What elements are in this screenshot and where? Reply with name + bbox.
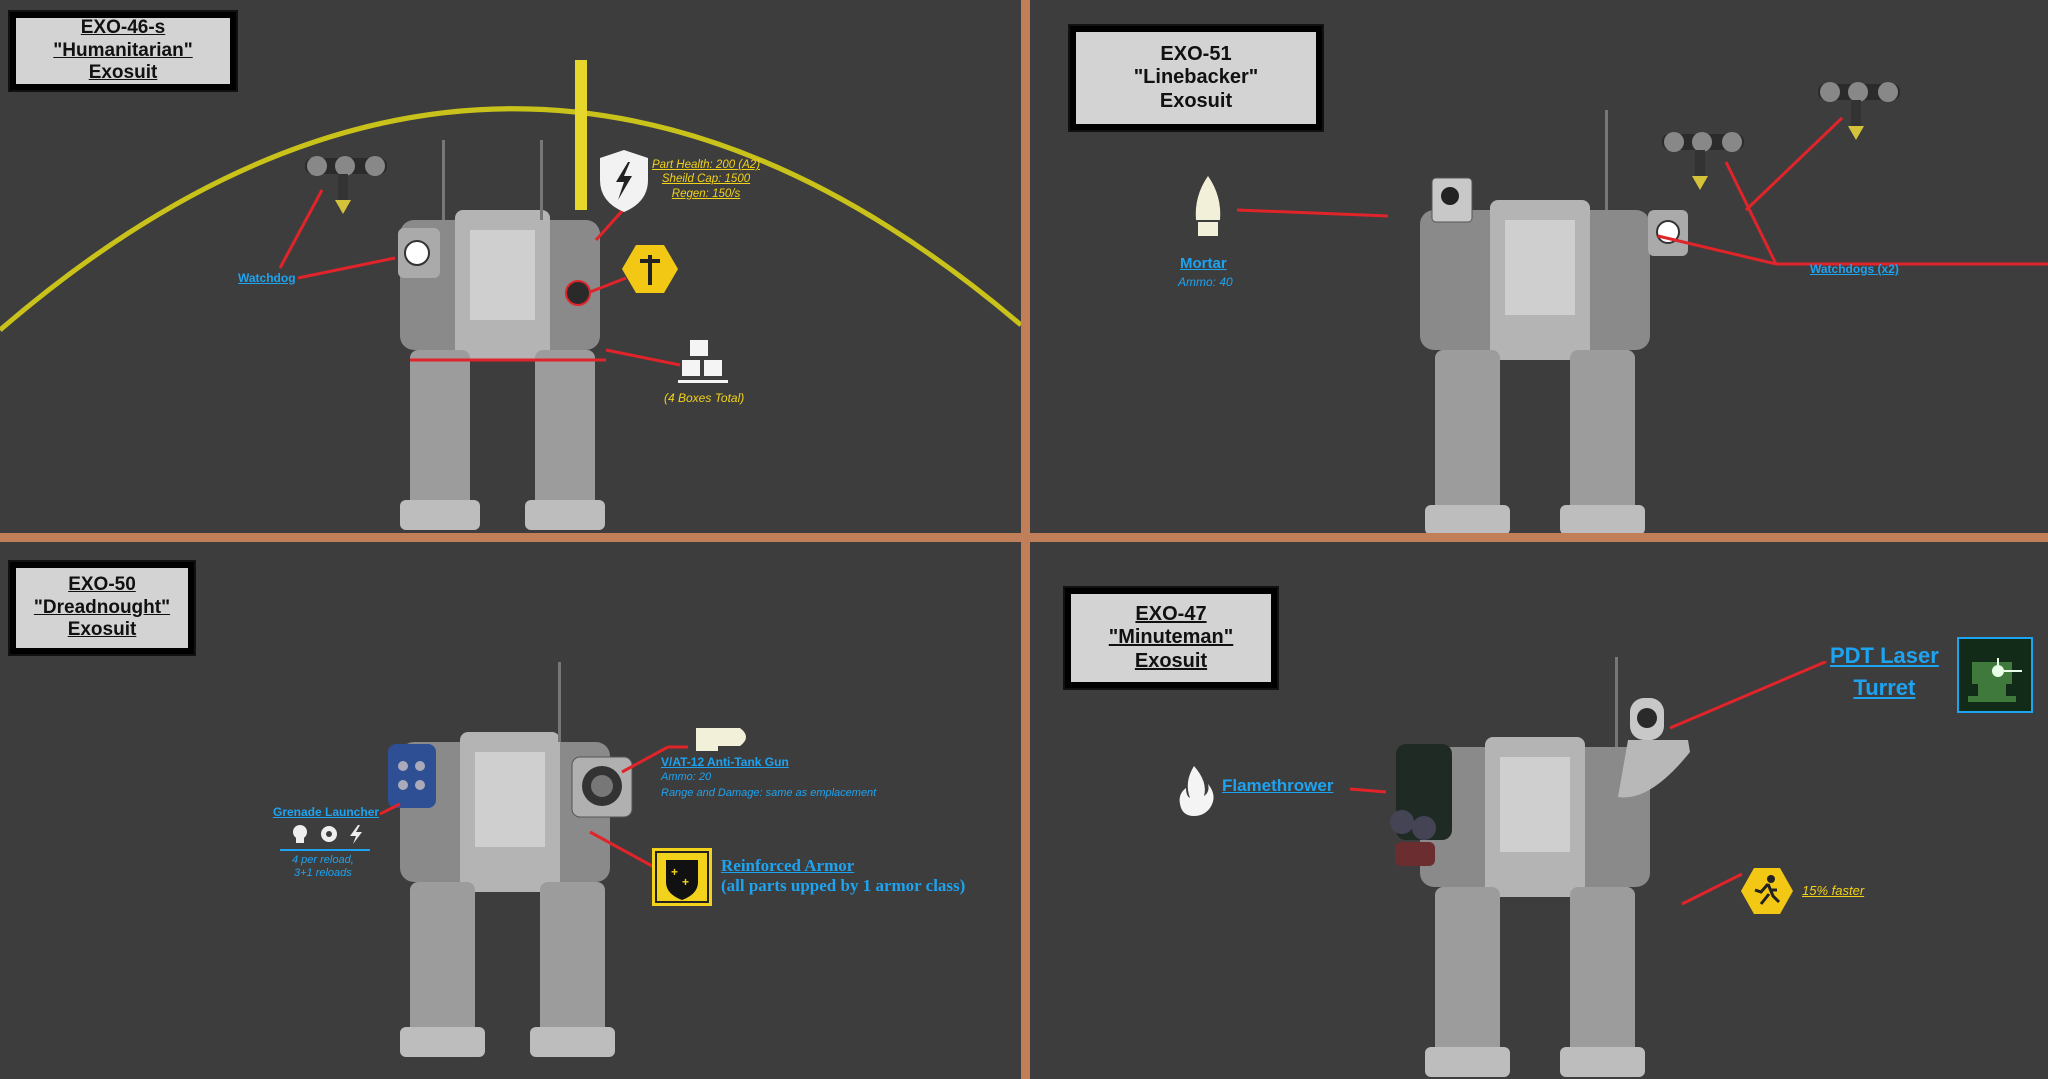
title-line-type: Exosuit: [67, 619, 137, 641]
panel-minuteman: EXO-47 "Minuteman" Exosuit PDT Laser Tur…: [1030, 542, 2048, 1079]
panel-humanitarian: EXO-46-s "Humanitarian" Exosuit Watchdog…: [0, 0, 1021, 533]
title-minuteman: EXO-47 "Minuteman" Exosuit: [1065, 588, 1277, 688]
flamethrower-label: Flamethrower: [1222, 776, 1334, 795]
leader-lines: [1349, 660, 1828, 906]
leader-lines: [1236, 116, 2048, 266]
laser-line-2: Turret: [1853, 674, 1916, 700]
minuteman-graphics: [1179, 637, 2033, 1077]
mech-body: [1420, 657, 1650, 1077]
grenade-per-reload: 4 per reload,: [292, 854, 354, 866]
title-line-name: "Dreadnought": [33, 596, 171, 618]
title-line-model: EXO-51: [1160, 42, 1232, 65]
watchdog-drone-icon: [1818, 82, 1900, 140]
repair-tool-icon: [622, 245, 678, 293]
cannon-shell-icon: [696, 728, 746, 751]
armor-title: Reinforced Armor: [721, 856, 855, 875]
armor-note: (all parts upped by 1 armor class): [721, 875, 966, 895]
title-line-model: EXO-50: [68, 574, 136, 596]
antenna-beam: [575, 60, 587, 210]
armor-plus-icon: + +: [652, 848, 712, 906]
title-line-name: "Humanitarian": [53, 39, 193, 61]
title-line-type: Exosuit: [1159, 89, 1233, 112]
grenade-notes: 4 per reload, 3+1 reloads: [292, 854, 354, 880]
laser-turret-label: PDT Laser Turret: [1830, 640, 1939, 704]
leader-lines: [379, 745, 688, 869]
grenade-underline: [280, 849, 370, 851]
grenade-launcher-label: Grenade Launcher: [273, 805, 380, 819]
antitank-gun-label: V/AT-12 Anti-Tank Gun: [661, 755, 789, 769]
gear-icon: [321, 826, 337, 842]
mortar-shell-icon: [1195, 176, 1221, 236]
watchdog-label: Watchdog: [238, 271, 296, 285]
turret-arm: [1618, 740, 1690, 798]
title-line-model: EXO-46-s: [80, 17, 166, 39]
title-line-type: Exosuit: [88, 62, 158, 84]
shield-bolt-icon: [600, 150, 648, 212]
title-line-type: Exosuit: [1134, 649, 1208, 672]
horizontal-divider: [0, 533, 2048, 542]
shield-regen: Regen: 150/s: [671, 187, 741, 200]
panel-linebacker: EXO-51 "Linebacker" Exosuit Mortar Ammo:…: [1030, 0, 2048, 533]
mortar-ammo: Ammo: 40: [1178, 275, 1233, 289]
title-dreadnought: EXO-50 "Dreadnought" Exosuit: [10, 562, 194, 654]
mech-body: [400, 662, 615, 1057]
shield-cap: Sheild Cap: 1500: [661, 173, 751, 186]
humanitarian-graphics: [0, 60, 1021, 530]
svg-text:+: +: [671, 865, 678, 879]
shield-health: Part Health: 200 (A2): [652, 159, 761, 171]
grenade-launcher-pod: [388, 744, 436, 808]
title-line-model: EXO-47: [1135, 602, 1207, 625]
dreadnought-graphics: + +: [280, 662, 746, 1057]
antitank-gun-ammo: Ammo: 20: [661, 771, 712, 783]
svg-text:+: +: [682, 875, 689, 889]
mortar-label: Mortar: [1180, 255, 1227, 272]
shield-stats: Part Health: 200 (A2) Sheild Cap: 1500 R…: [652, 158, 760, 201]
title-line-name: "Minuteman": [1108, 626, 1234, 649]
repair-nozzle: [565, 280, 591, 306]
skull-icon: [293, 825, 307, 843]
antitank-gun-range: Range and Damage: same as emplacement: [661, 787, 877, 799]
leader-lines: [278, 189, 681, 367]
bolt-icon: [350, 825, 362, 844]
title-linebacker: EXO-51 "Linebacker" Exosuit: [1070, 26, 1322, 130]
mech-body: [1420, 110, 1650, 533]
laser-turret-icon: [1957, 637, 2033, 713]
boxes-label: (4 Boxes Total): [664, 391, 745, 405]
linebacker-graphics: [1195, 82, 2048, 533]
watchdog-drone-icon: [1662, 132, 1744, 190]
flame-icon: [1179, 766, 1214, 816]
armor-label: Reinforced Armor (all parts upped by 1 a…: [721, 856, 965, 895]
mech-body: [400, 140, 605, 530]
watchdogs-label: Watchdogs (x2): [1810, 262, 1899, 276]
title-humanitarian: EXO-46-s "Humanitarian" Exosuit: [10, 12, 236, 90]
speed-label: 15% faster: [1802, 883, 1865, 898]
supply-boxes-icon: [678, 340, 728, 383]
watchdog-drone-icon: [305, 156, 387, 214]
grenade-reloads: 3+1 reloads: [293, 867, 352, 880]
running-man-icon: [1741, 868, 1793, 914]
shield-range-arc: [0, 106, 1021, 332]
panel-dreadnought: + + EXO-50 "Dreadnought" Exosuit Grenade…: [0, 542, 1021, 1079]
laser-line-1: PDT Laser: [1830, 643, 1939, 668]
title-line-name: "Linebacker": [1133, 66, 1259, 89]
